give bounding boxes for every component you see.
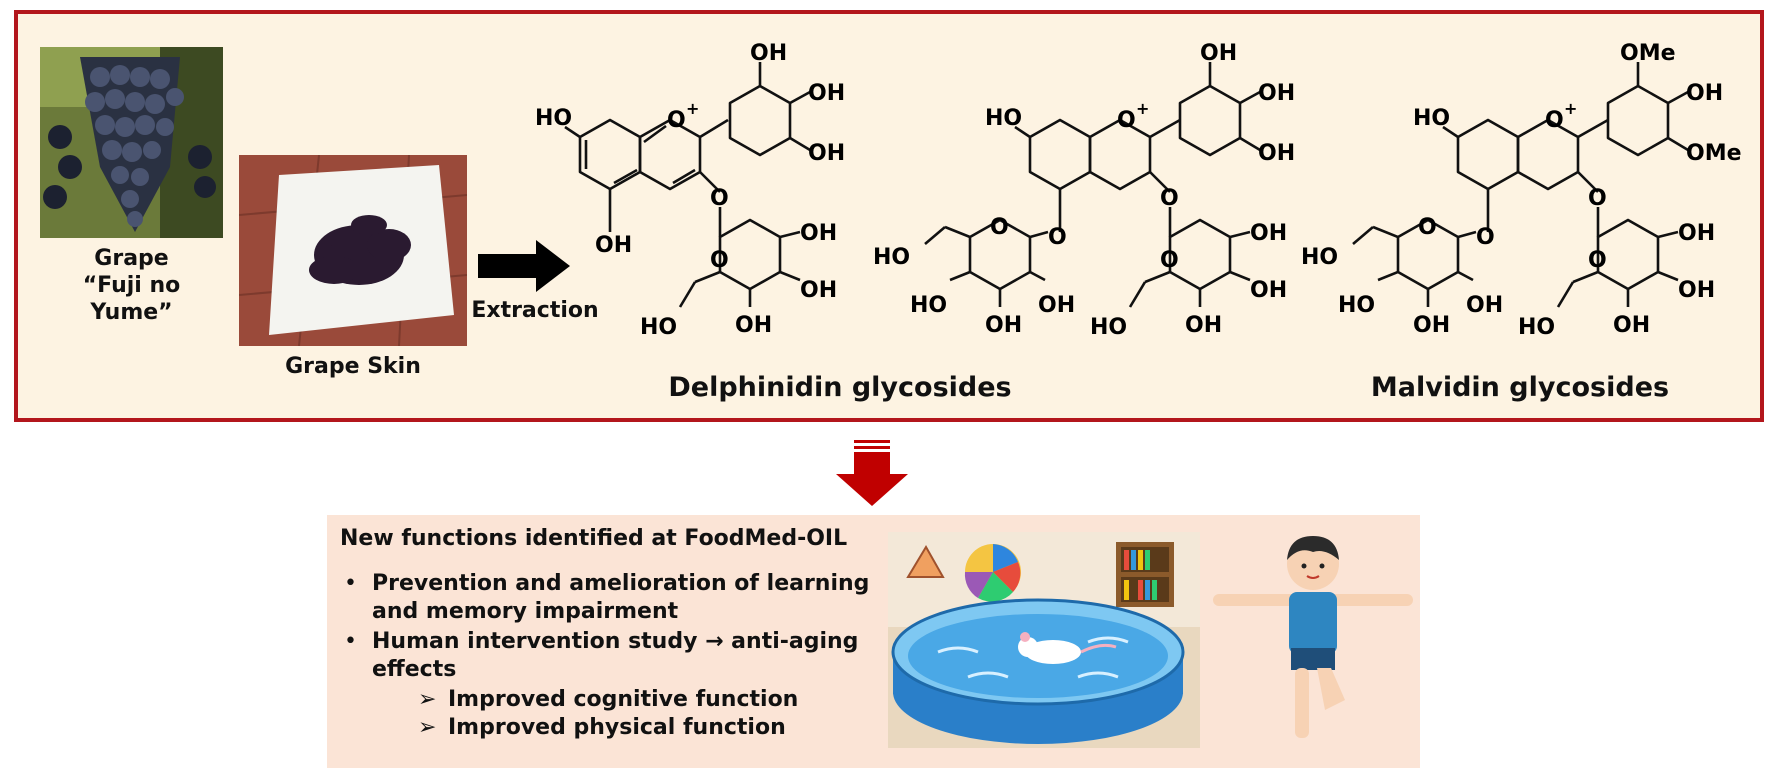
water-maze-mouse-illustration — [888, 532, 1200, 748]
ring-oxygen: O — [1418, 215, 1437, 240]
hydroxyl-label: HO — [985, 106, 1022, 131]
delphinidin-3-glucoside-structure: HO OH O + OH OH OH O O OH OH OH HO — [535, 41, 845, 340]
hydroxyl-label: OH — [800, 221, 837, 246]
grape-skin-label: Grape Skin — [285, 354, 421, 379]
list-item: • Human intervention study → anti-aging … — [340, 628, 880, 684]
glycosidic-oxygen: O — [1588, 186, 1607, 211]
list-item-line: Prevention and amelioration of learning — [372, 571, 870, 596]
hydroxyl-label: OH — [800, 278, 837, 303]
hydroxyl-label: HO — [910, 293, 947, 318]
hydroxyl-label: OH — [808, 81, 845, 106]
delphinidin-glycosides-label: Delphinidin glycosides — [668, 372, 1012, 403]
ring-oxygen: O — [710, 248, 729, 273]
hydroxyl-label: HO — [640, 315, 677, 340]
hydroxyl-label: OH — [1466, 293, 1503, 318]
bullet-icon: • — [344, 629, 357, 654]
hydroxyl-label: HO — [1413, 106, 1450, 131]
ring-oxygen: O — [1160, 248, 1179, 273]
extraction-arrow-icon — [478, 240, 570, 292]
glycosidic-oxygen: O — [1476, 225, 1495, 250]
hydroxyl-label: OH — [1250, 221, 1287, 246]
arrow-bullet-icon: ➢ — [418, 715, 437, 740]
hydroxyl-label: HO — [873, 245, 910, 270]
flavylium-oxygen: O — [1545, 108, 1564, 133]
positive-charge: + — [1564, 99, 1577, 118]
flavylium-oxygen: O — [667, 108, 686, 133]
positive-charge: + — [1136, 99, 1149, 118]
extraction-label: Extraction — [471, 298, 599, 323]
grape-label-line1: Grape — [94, 246, 169, 271]
hydroxyl-label: OH — [1200, 41, 1237, 66]
sub-list-item: ➢ Improved physical function — [340, 714, 880, 742]
hydroxyl-label: OH — [1250, 278, 1287, 303]
glycosidic-oxygen: O — [710, 186, 729, 211]
ring-oxygen: O — [1588, 248, 1607, 273]
child-balance-figure — [1213, 536, 1413, 738]
hydroxyl-label: OH — [1413, 313, 1450, 338]
hydroxyl-label: OH — [1258, 141, 1295, 166]
functions-panel — [327, 515, 1420, 768]
hydroxyl-label: OH — [735, 313, 772, 338]
grape-bunch-photo — [40, 47, 223, 238]
positive-charge: + — [686, 99, 699, 118]
malvidin-3-5-diglucoside-structure: HO O + OMe OH OMe O O O O OH OH OH HO HO… — [1301, 41, 1742, 340]
ring-oxygen: O — [990, 215, 1009, 240]
hydroxyl-label: OH — [750, 41, 787, 66]
arrow-bullet-icon: ➢ — [418, 687, 437, 712]
list-item: • Prevention and amelioration of learnin… — [340, 570, 880, 626]
functions-title: New functions identified at FoodMed-OIL — [340, 526, 848, 551]
down-arrow-icon — [836, 440, 908, 506]
hydroxyl-label: OH — [595, 233, 632, 258]
sub-item-label: Improved cognitive function — [448, 687, 799, 712]
hydroxyl-label: HO — [1090, 315, 1127, 340]
hydroxyl-label: HO — [1338, 293, 1375, 318]
sub-list-item: ➢ Improved cognitive function — [340, 686, 880, 714]
list-item-line: Human intervention study → anti-aging — [372, 629, 859, 654]
grape-label-line2: “Fuji no Yume” — [82, 273, 181, 325]
hydroxyl-label: OH — [1185, 313, 1222, 338]
glycosidic-oxygen: O — [1048, 225, 1067, 250]
hydroxyl-label: HO — [1301, 245, 1338, 270]
hydroxyl-label: HO — [1518, 315, 1555, 340]
methoxy-label: OMe — [1686, 141, 1742, 166]
hydroxyl-label: OH — [1258, 81, 1295, 106]
flavylium-oxygen: O — [1117, 108, 1136, 133]
hydroxyl-label: OH — [1613, 313, 1650, 338]
hydroxyl-label: OH — [1686, 81, 1723, 106]
list-item-line: effects — [372, 657, 457, 682]
list-item-line: and memory impairment — [372, 599, 679, 624]
grape-label: Grape “Fuji no Yume” — [40, 245, 223, 326]
hydroxyl-label: OH — [985, 313, 1022, 338]
delphinidin-3-5-diglucoside-structure: HO O + OH OH OH O O O O OH OH OH HO HO H… — [873, 41, 1295, 340]
malvidin-glycosides-label: Malvidin glycosides — [1370, 372, 1670, 403]
grape-skin-photo — [239, 155, 467, 346]
hydroxyl-label: HO — [535, 106, 572, 131]
glycosidic-oxygen: O — [1160, 186, 1179, 211]
hydroxyl-label: OH — [1038, 293, 1075, 318]
hydroxyl-label: OH — [1678, 278, 1715, 303]
sub-item-label: Improved physical function — [448, 715, 786, 740]
functions-list: • Prevention and amelioration of learnin… — [340, 570, 880, 742]
bullet-icon: • — [344, 571, 357, 596]
hydroxyl-label: OH — [808, 141, 845, 166]
hydroxyl-label: OH — [1678, 221, 1715, 246]
methoxy-label: OMe — [1620, 41, 1676, 66]
